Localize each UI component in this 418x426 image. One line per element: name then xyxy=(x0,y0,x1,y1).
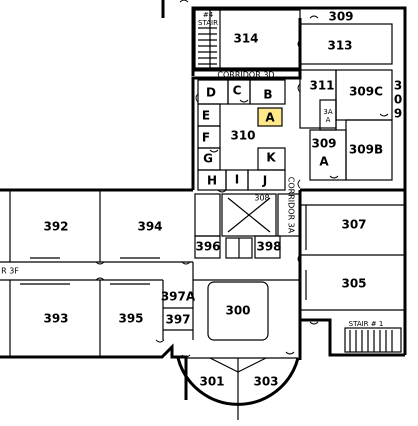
corridor-labels: #4 STAIR CORRIDOR 3D CORRIDOR 3A R 3F ST… xyxy=(1,11,383,328)
room-a-label: A xyxy=(265,111,275,125)
vertical-309-3: 3 xyxy=(394,79,402,93)
south-wing xyxy=(186,357,298,420)
room-309-label: 309 xyxy=(328,10,353,24)
room-308-label: 308 xyxy=(254,194,269,203)
room-396-label: 396 xyxy=(195,240,220,254)
room-314-label: 314 xyxy=(233,32,258,46)
room-3a-label-2: A xyxy=(326,116,331,124)
room-labels: 314 309 313 311 309C 309 A 309B 3A A 3 0… xyxy=(43,10,402,389)
room-j-label: J xyxy=(262,174,267,188)
room-397-label: 397 xyxy=(165,313,190,327)
central-core xyxy=(194,193,301,341)
room-k-label: K xyxy=(266,151,276,165)
room-301-label: 301 xyxy=(199,375,224,389)
room-3a-label-1: 3A xyxy=(323,108,332,116)
room-300-label: 300 xyxy=(225,304,250,318)
stair-4-icon xyxy=(198,27,217,65)
stair-4-number-label: #4 xyxy=(203,11,214,19)
room-303-label: 303 xyxy=(253,375,278,389)
room-a-highlight xyxy=(257,107,283,127)
door-swings xyxy=(95,0,389,358)
stair-4-label: STAIR xyxy=(198,19,218,27)
corridor-3d-label: CORRIDOR 3D xyxy=(217,71,274,80)
stair-1-icon xyxy=(344,327,402,353)
room-b-label: B xyxy=(263,88,272,102)
room-307-label: 307 xyxy=(341,218,366,232)
east-wing xyxy=(300,204,405,353)
room-311-label: 311 xyxy=(309,79,334,93)
room-395-label: 395 xyxy=(118,312,143,326)
room-398-label: 398 xyxy=(256,240,281,254)
room-309a-label-1: 309 xyxy=(311,137,336,151)
stair-1-label: STAIR # 1 xyxy=(349,320,384,328)
corridor-3a-label: CORRIDOR 3A xyxy=(287,177,296,234)
room-392-label: 392 xyxy=(43,220,68,234)
room-h-label: H xyxy=(207,174,217,188)
room-313-label: 313 xyxy=(327,39,352,53)
center-block xyxy=(197,79,286,191)
north-wing xyxy=(194,9,393,181)
room-309b-label: 309B xyxy=(349,143,383,157)
room-c-label: C xyxy=(233,84,242,98)
room-397a-label: 397A xyxy=(161,290,196,304)
vertical-309-0: 0 xyxy=(394,93,402,107)
building-walls xyxy=(0,0,407,406)
room-g-label: G xyxy=(203,152,213,166)
vertical-309-9: 9 xyxy=(394,107,402,121)
room-305-label: 305 xyxy=(341,277,366,291)
room-d-label: D xyxy=(206,86,216,100)
room-309c-label: 309C xyxy=(349,85,383,99)
left-wing xyxy=(0,190,300,357)
room-394-label: 394 xyxy=(137,220,162,234)
room-i-label: I xyxy=(235,173,239,187)
room-309a-label-2: A xyxy=(319,155,329,169)
room-f-label: F xyxy=(202,131,210,145)
corridor-3f-label: R 3F xyxy=(1,267,19,276)
room-310-label: 310 xyxy=(230,129,255,143)
room-393-label: 393 xyxy=(43,312,68,326)
room-e-label: E xyxy=(202,109,210,123)
